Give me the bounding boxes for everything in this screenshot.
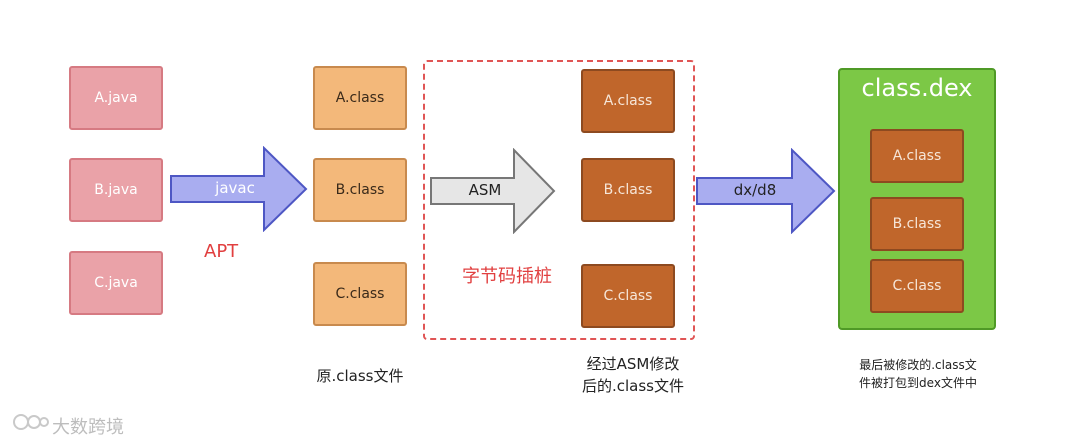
java-file-c: C.java [69,251,163,315]
asm-label: ASM [468,181,502,199]
dex-title: class.dex [861,74,973,102]
modified-class-c: C.class [581,264,675,328]
dex-caption: 最后被修改的.class文 件被打包到dex文件中 [828,356,1008,392]
dex-class-b: B.class [870,197,964,251]
watermark-logo-icon [13,414,49,430]
modified-caption-line1: 经过ASM修改 [586,355,680,373]
modified-caption-line2: 后的.class文件 [581,377,684,395]
dx-arrow [696,148,836,234]
dex-caption-line2: 件被打包到dex文件中 [859,376,977,390]
original-class-b: B.class [313,158,407,222]
instrumentation-label: 字节码插桩 [462,266,552,287]
modified-class-b: B.class [581,158,675,222]
asm-arrow [430,148,556,234]
original-class-a: A.class [313,66,407,130]
original-class-c: C.class [313,262,407,326]
original-caption: 原.class文件 [316,367,404,385]
watermark-text: 大数跨境 [52,417,124,438]
instrumentation-region [423,60,695,340]
modified-caption: 经过ASM修改 后的.class文件 [548,353,718,397]
dex-class-a: A.class [870,129,964,183]
dex-caption-line1: 最后被修改的.class文 [859,358,977,372]
dx-label: dx/d8 [733,181,777,199]
modified-class-a: A.class [581,69,675,133]
java-file-b: B.java [69,158,163,222]
javac-arrow [170,146,308,232]
javac-label: javac [215,179,255,197]
apt-label: APT [204,241,239,262]
dex-class-c: C.class [870,259,964,313]
java-file-a: A.java [69,66,163,130]
